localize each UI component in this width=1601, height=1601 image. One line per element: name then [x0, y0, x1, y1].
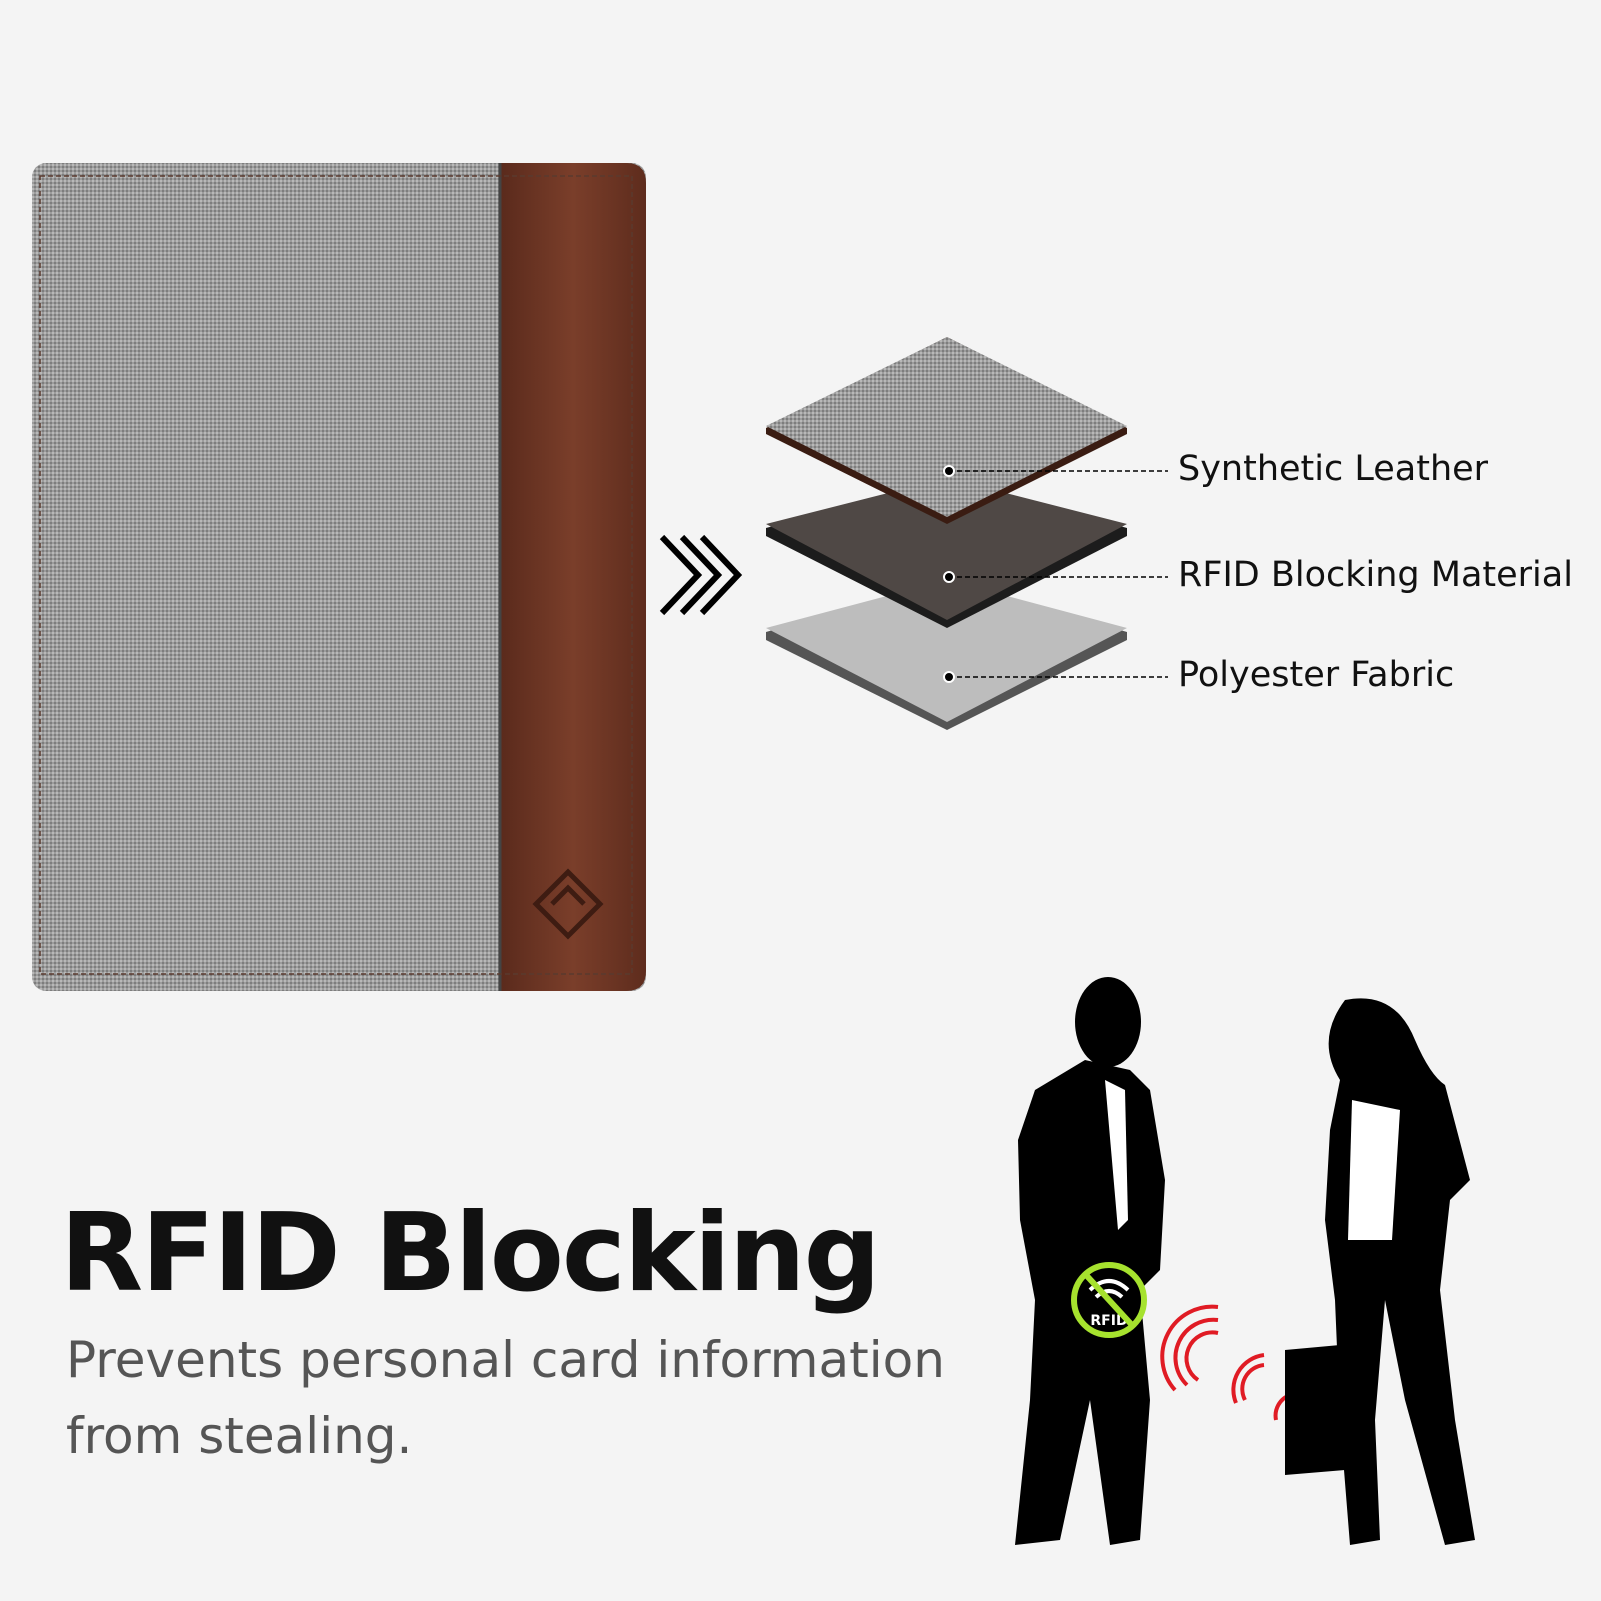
headline: RFID Blocking — [60, 1191, 881, 1316]
passport-cover — [32, 163, 646, 991]
rfid-blocked-badge-icon: RFID — [1071, 1262, 1147, 1338]
badge-text: RFID — [1090, 1313, 1127, 1329]
layer-label-polyester: Polyester Fabric — [1178, 655, 1455, 695]
leader-dots — [943, 465, 955, 683]
layer-polyester — [766, 580, 1127, 730]
layer-rfid-material — [766, 478, 1127, 628]
chevron-right-icon — [659, 534, 743, 616]
man-silhouette — [1015, 977, 1165, 1545]
layer-synthetic-leather — [766, 337, 1127, 524]
description-line-2: from stealing. — [66, 1407, 413, 1465]
blouse — [1348, 1100, 1400, 1240]
leader-lines — [949, 470, 1168, 678]
woman-silhouette — [1285, 998, 1475, 1545]
layer-label-rfid-material: RFID Blocking Material — [1178, 555, 1573, 595]
shirt — [1105, 1080, 1128, 1230]
brand-logo-icon — [532, 868, 604, 940]
description-line-1: Prevents personal card information — [66, 1331, 945, 1389]
rfid-signal-icon — [1160, 1304, 1291, 1421]
layer-label-synthetic-leather: Synthetic Leather — [1178, 449, 1489, 489]
description: Prevents personal card information from … — [66, 1322, 986, 1474]
